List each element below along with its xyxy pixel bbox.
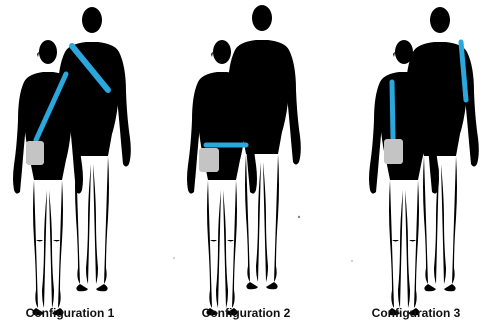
- configuration-2-illustration: [187, 5, 301, 315]
- configuration-3-caption: Configuration 3: [352, 306, 480, 320]
- front-strap: [392, 82, 393, 138]
- configuration-3-illustration: [369, 7, 479, 315]
- configuration-2-caption: Configuration 2: [166, 306, 326, 320]
- configuration-1-illustration: [13, 7, 131, 315]
- pouch: [199, 148, 219, 172]
- configuration-1-caption: Configuration 1: [0, 306, 150, 320]
- pouch: [384, 139, 403, 164]
- pouch: [26, 141, 44, 165]
